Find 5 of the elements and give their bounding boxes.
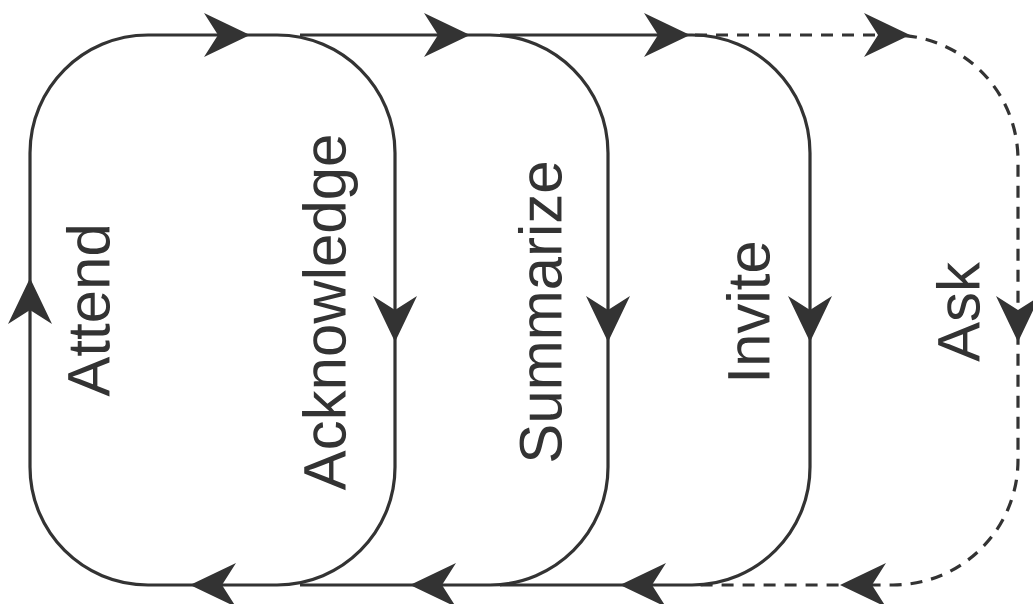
stage-label: Acknowledge	[302, 136, 358, 491]
stage-label: Ask	[935, 261, 981, 362]
stage-label: Attend	[65, 227, 111, 397]
stage-label: Summarize	[517, 163, 563, 461]
stage-label: Invite	[725, 242, 771, 379]
